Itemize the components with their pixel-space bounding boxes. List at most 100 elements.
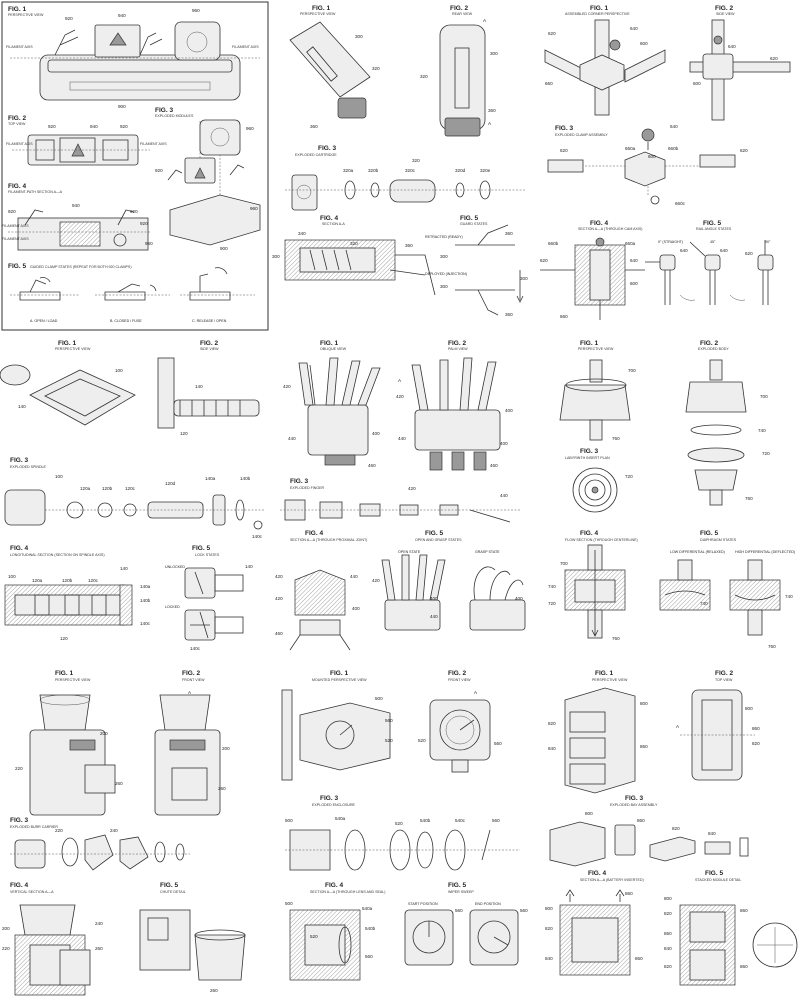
hand-ref-15: 420 bbox=[275, 596, 283, 601]
panel-battery: FIG. 1 PERSPECTIVE VIEW FIG. 2 TOP VIEW … bbox=[545, 670, 798, 986]
cartridge-ref-15: 300 bbox=[272, 254, 280, 259]
battery-fig2-sub: TOP VIEW bbox=[715, 678, 733, 682]
fig2-hand bbox=[411, 357, 501, 471]
clamp-ref-17: 660a bbox=[625, 241, 636, 246]
grinder-ref-4: A bbox=[188, 690, 192, 695]
enclosure-fig4-num: FIG. 4 bbox=[325, 882, 343, 889]
extruder-fig5-num: FIG. 5 bbox=[8, 263, 26, 270]
fig2-valve bbox=[685, 359, 747, 506]
clamp-fig1-num: FIG. 1 bbox=[590, 5, 608, 12]
panel-hand: FIG. 1 OBLIQUE VIEW FIG. 2 PALM VIEW FIG… bbox=[275, 340, 526, 651]
fig1-pedal bbox=[0, 364, 136, 426]
hand-caption-2: GRASP STATE bbox=[475, 550, 500, 554]
extruder-ref-11: 920 bbox=[8, 209, 16, 214]
pedal-fig1-sub: PERSPECTIVE VIEW bbox=[55, 347, 91, 351]
extruder-ref-7: 920 bbox=[120, 124, 128, 129]
grinder-fig4-sub: VERTICAL SECTION A—A bbox=[10, 890, 54, 894]
valve-caption-2: HIGH DIFFERENTIAL (DEFLECTED) bbox=[735, 550, 795, 554]
fig1-grinder bbox=[29, 694, 116, 816]
extruder-label-6: FILAMENT AXIS bbox=[2, 237, 29, 241]
cartridge-ref-11: 320b bbox=[368, 168, 379, 173]
grinder-ref-7: 220 bbox=[55, 828, 63, 833]
extruder-fig1-num: FIG. 1 bbox=[8, 6, 26, 13]
battery-ref-12: 840 bbox=[708, 831, 716, 836]
clamp-fig5-num: FIG. 5 bbox=[703, 220, 721, 227]
extruder-fig4-sub: FILAMENT-PATH SECTION A—A bbox=[8, 190, 63, 194]
clamp-ref-19: 600 bbox=[630, 281, 638, 286]
enclosure-texts: FIG. 1 MOUNTED PERSPECTIVE VIEW FIG. 2 F… bbox=[285, 670, 528, 959]
clamp-ref-5: 640 bbox=[728, 44, 736, 49]
grinder-texts: FIG. 1 PERSPECTIVE VIEW FIG. 2 FRONT VIE… bbox=[2, 670, 230, 993]
battery-ref-11: 820 bbox=[672, 826, 680, 831]
clamp-ref-6: 600 bbox=[693, 81, 701, 86]
enclosure-ref-10: 540b bbox=[420, 818, 431, 823]
fig2-extruder bbox=[12, 134, 150, 166]
enclosure-fig1-sub: MOUNTED PERSPECTIVE VIEW bbox=[312, 678, 367, 682]
valve-fig5-num: FIG. 5 bbox=[700, 530, 718, 537]
enclosure-caption-1: START POSITION bbox=[408, 902, 438, 906]
pedal-ref-18: 140a bbox=[140, 584, 151, 589]
cartridge-fig2-num: FIG. 2 bbox=[450, 5, 468, 12]
battery-ref-8: 820 bbox=[752, 741, 760, 746]
clamp-ref-22: 640 bbox=[720, 248, 728, 253]
pedal-ref-12: 140c bbox=[252, 534, 263, 539]
battery-fig4-num: FIG. 4 bbox=[588, 870, 606, 877]
hand-ref-16: 400 bbox=[352, 606, 360, 611]
panel-cartridge: FIG. 1 PERSPECTIVE VIEW FIG. 2 REAR VIEW… bbox=[272, 5, 528, 317]
panel-clamp: FIG. 1 ASSEMBLED CORNER PERSPECTIVE FIG.… bbox=[540, 5, 791, 320]
fig5-pedal bbox=[184, 567, 244, 641]
extruder-ref-8: 960 bbox=[246, 126, 254, 131]
clamp-ref-4: 660 bbox=[545, 81, 553, 86]
pedal-ref-2: 140 bbox=[18, 404, 26, 409]
battery-ref-13: 800 bbox=[545, 906, 553, 911]
clamp-fig3-num: FIG. 3 bbox=[555, 125, 573, 132]
fig3-clamp bbox=[547, 128, 736, 205]
valve-fig3-sub: LABYRINTH INSERT PLAN bbox=[565, 456, 610, 460]
hand-fig2-sub: PALM VIEW bbox=[448, 347, 468, 351]
pedal-fig3-sub: EXPLODED SPINDLE bbox=[10, 465, 47, 469]
extruder-ref-12: 960 bbox=[250, 206, 258, 211]
hand-ref-8: 440 bbox=[398, 436, 406, 441]
pedal-ref-21: 120 bbox=[60, 636, 68, 641]
enclosure-ref-11: 540c bbox=[455, 818, 466, 823]
hand-ref-3: 400 bbox=[372, 431, 380, 436]
fig5-hand bbox=[381, 554, 526, 631]
clamp-ref-18: 640 bbox=[630, 258, 638, 263]
clamp-ref-2: 640 bbox=[630, 26, 638, 31]
enclosure-ref-12: 560 bbox=[492, 818, 500, 823]
clamp-caption-2: 45° bbox=[710, 240, 716, 244]
clamp-ref-10: 640 bbox=[670, 124, 678, 129]
extruder-ref-3: 960 bbox=[192, 8, 200, 13]
battery-fig3-num: FIG. 3 bbox=[625, 795, 643, 802]
extruder-caption-1: A. OPEN / LOAD bbox=[30, 319, 58, 323]
hand-ref-21: 400 bbox=[515, 596, 523, 601]
battery-ref-10: 860 bbox=[637, 818, 645, 823]
hand-ref-20: 400 bbox=[430, 596, 438, 601]
cartridge-texts: FIG. 1 PERSPECTIVE VIEW FIG. 2 REAR VIEW… bbox=[272, 5, 528, 317]
fig1-cartridge bbox=[289, 21, 371, 119]
battery-fig2-num: FIG. 2 bbox=[715, 670, 733, 677]
battery-ref-23: 860 bbox=[740, 908, 748, 913]
extruder-ref-5: 920 bbox=[48, 124, 56, 129]
pedal-ref-1: 100 bbox=[115, 368, 123, 373]
grinder-fig2-num: FIG. 2 bbox=[182, 670, 200, 677]
extruder-caption-2: B. CLOSED / FUSE bbox=[110, 319, 142, 323]
fig5-battery bbox=[679, 904, 798, 986]
battery-fig5-sub: STACKED MODULE DETAIL bbox=[695, 878, 741, 882]
extruder-label-1: FILAMENT AXIS bbox=[6, 45, 33, 49]
clamp-ref-15: 620 bbox=[540, 258, 548, 263]
battery-ref-4: 860 bbox=[640, 744, 648, 749]
pedal-fig2-num: FIG. 2 bbox=[200, 340, 218, 347]
battery-ref-7: 860 bbox=[752, 726, 760, 731]
cartridge-fig5-num: FIG. 5 bbox=[460, 215, 478, 222]
enclosure-fig1-num: FIG. 1 bbox=[330, 670, 348, 677]
extruder-label-3: FILAMENT AXIS bbox=[6, 142, 33, 146]
enclosure-ref-13: 500 bbox=[285, 901, 293, 906]
clamp-fig3-sub: EXPLODED CLAMP ASSEMBLY bbox=[555, 133, 608, 137]
fig5-enclosure bbox=[404, 909, 519, 966]
grinder-ref-10: 260 bbox=[95, 946, 103, 951]
clamp-caption-1: 0° (STRAIGHT) bbox=[658, 240, 683, 244]
cartridge-fig3-num: FIG. 3 bbox=[318, 145, 336, 152]
hand-fig4-num: FIG. 4 bbox=[305, 530, 323, 537]
hand-ref-1: 420 bbox=[283, 384, 291, 389]
